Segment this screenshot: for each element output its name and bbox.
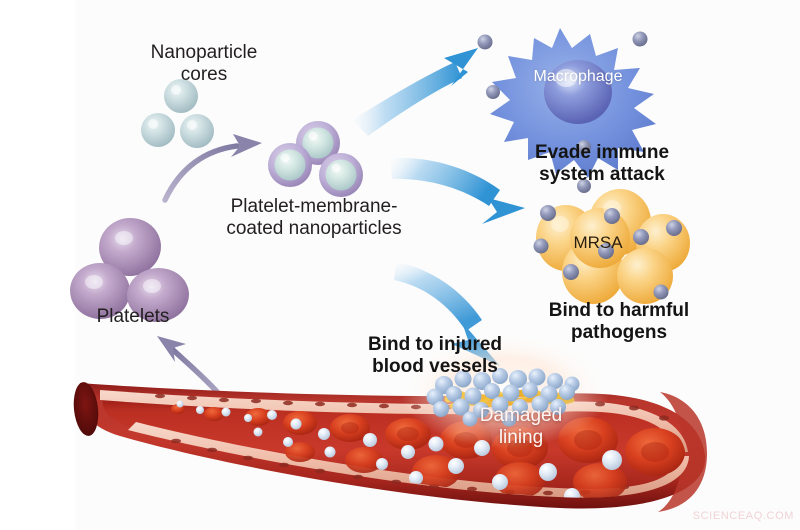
label-bind-injured-blood-vessels: Bind to injured blood vessels (367, 334, 503, 378)
label-bind-harmful-pathogens: Bind to harmful pathogens (548, 300, 690, 344)
macrophage-group (490, 28, 656, 178)
nanoparticle-cores-group (141, 79, 214, 148)
mrsa-group (533, 189, 690, 304)
free-nanoparticles-macrophage (477, 31, 648, 193)
blood-vessel-group (73, 382, 708, 512)
platelets-group (70, 217, 189, 323)
arrow-vessel-to-platelets (157, 336, 221, 396)
label-mrsa: MRSA (573, 233, 623, 252)
label-nanoparticle-cores: Nanoparticle cores (150, 42, 258, 86)
label-damaged-lining: Damaged lining (479, 405, 563, 448)
label-evade-immune-system: Evade immune system attack (534, 142, 670, 186)
arrow-coated-to-macrophage (352, 48, 478, 136)
arrow-cores-to-coated (162, 134, 262, 203)
watermark: SCIENCEAQ.COM (692, 510, 794, 522)
adhered-nanoparticles (426, 368, 580, 427)
label-macrophage: Macrophage (533, 68, 623, 85)
damaged-lining-group (426, 368, 580, 427)
label-platelets: Platelets (96, 306, 170, 327)
label-coated-nanoparticles: Platelet-membrane- coated nanoparticles (226, 196, 402, 240)
arrow-coated-to-mrsa (390, 157, 525, 224)
coated-nanoparticles-group (268, 121, 363, 197)
